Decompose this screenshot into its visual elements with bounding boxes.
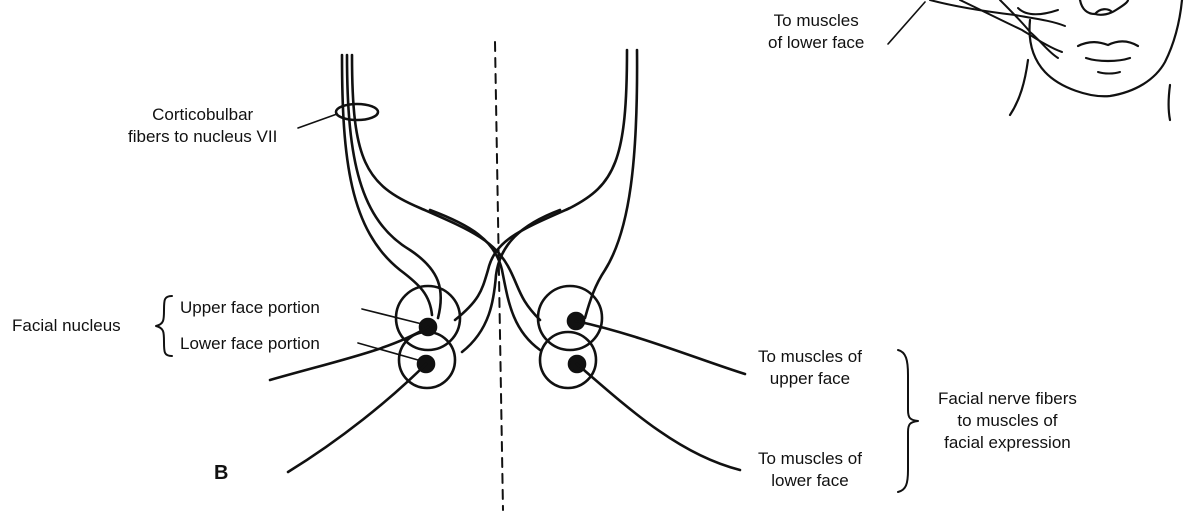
neck-left-line (1008, 58, 1030, 117)
left-fiber-middle (345, 53, 443, 320)
chin-line-icon (1097, 71, 1121, 75)
left-fiber-crossing-lower (428, 208, 542, 352)
facial-nerve-brace (897, 349, 919, 493)
upper-face-portion-leader (361, 308, 423, 325)
right-fiber-inner (453, 48, 629, 322)
nose-icon (1078, 0, 1130, 16)
to-muscles-lower-line2: lower face (771, 471, 849, 490)
to-muscles-upper-line1: To muscles of (758, 347, 862, 366)
left-fiber-inner (350, 53, 542, 322)
face-outline-icon (1028, 0, 1184, 98)
midline-dashed (494, 41, 504, 511)
right-fiber-crossing-lower (460, 208, 562, 354)
left-fiber-outer (340, 53, 434, 317)
corticobulbar-label-line2: fibers to nucleus VII (128, 127, 278, 146)
to-muscles-lower-face-label: To muscles of lower face (758, 448, 862, 492)
facial-nerve-fibers-label: Facial nerve fibers to muscles of facial… (938, 388, 1077, 454)
right-upper-nerve-fiber (574, 319, 747, 376)
mouth-lower-lip-icon (1084, 56, 1132, 63)
right-upper-nucleus-circle (536, 284, 604, 352)
panel-letter: B (214, 462, 229, 484)
to-muscles-lower-line1: To muscles of (758, 449, 862, 468)
top-to-muscles-line2: of lower face (768, 33, 865, 52)
corticobulbar-label: Corticobulbar fibers to nucleus VII (128, 104, 277, 148)
lower-face-portion-leader (357, 342, 419, 361)
top-to-muscles-lower-face-label: To muscles of lower face (768, 10, 864, 54)
top-to-muscles-line1: To muscles (773, 11, 859, 30)
facial-nucleus-brace (155, 295, 173, 357)
left-lower-nerve-fiber (286, 362, 428, 474)
face-nerve-branch-4 (1017, 7, 1059, 16)
facial-nucleus-label: Facial nucleus (12, 316, 121, 335)
to-muscles-upper-line2: upper face (769, 369, 851, 388)
right-fiber-outer (583, 48, 639, 320)
mouth-upper-lip-icon (1076, 40, 1140, 48)
corticobulbar-label-line1: Corticobulbar (152, 105, 254, 124)
top-lower-face-leader (887, 1, 926, 45)
face-nerve-branch-3 (999, 0, 1059, 59)
neck-right-line (1167, 83, 1172, 122)
corticobulbar-leader (297, 113, 338, 129)
right-lower-nerve-fiber (575, 362, 742, 472)
upper-face-portion-label: Upper face portion (180, 298, 320, 317)
corticobulbar-bundle-ring (334, 102, 380, 122)
facial-nerve-line3: facial expression (944, 433, 1071, 452)
facial-nerve-line2: to muscles of (957, 411, 1058, 430)
lower-face-portion-label: Lower face portion (180, 334, 320, 353)
facial-nerve-line1: Facial nerve fibers (938, 389, 1077, 408)
right-lower-nucleus-circle (538, 330, 598, 390)
face-nerve-branch-2 (959, 0, 1063, 53)
left-upper-nerve-fiber (268, 325, 430, 382)
to-muscles-upper-face-label: To muscles of upper face (758, 346, 862, 390)
